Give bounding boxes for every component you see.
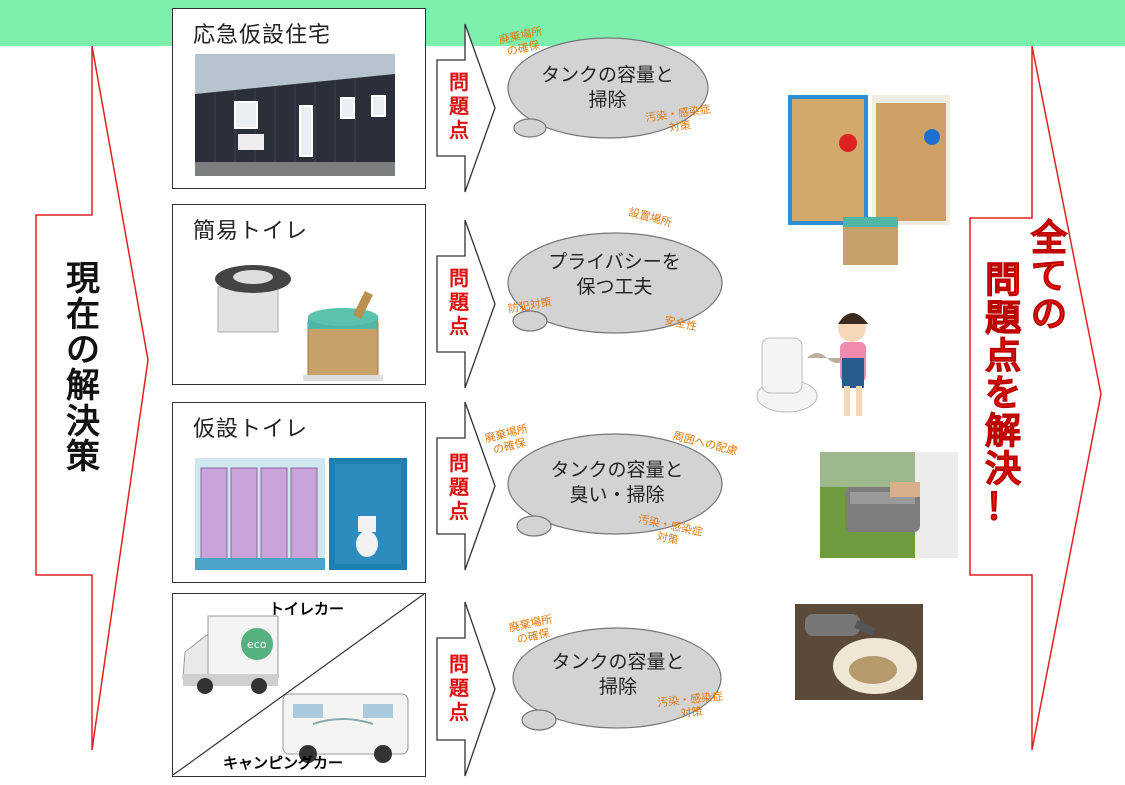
panel-vehicles: トイレカー eco キャンピングカー [172,593,426,777]
right-arrow-text-line2: 問 題 点 を 解 決 ！ [978,260,1028,528]
smelly-toilet-image [756,313,868,416]
panel-title: 応急仮設住宅 [193,23,332,48]
temporary-housing-photo [195,54,395,176]
problem-text: タンクの容量と 掃除 [540,64,674,111]
problem-label: 問 題 点 [449,266,469,338]
problem-label: 問 題 点 [449,451,469,523]
problem-label: 問 題 点 [449,70,469,142]
right-char: て [1030,255,1067,297]
vehicles-photo [173,594,424,775]
toilet-car-label: トイレカー [269,600,345,618]
panel-temporary-housing: 応急仮設住宅 [172,8,426,189]
right-char: の [1030,293,1067,335]
thought-bubble [507,232,723,334]
portable-tank-image [820,452,958,558]
eco-label: eco [247,638,267,651]
left-char: 解 [66,366,100,407]
thought-bubble [507,37,709,139]
problem-text: タンクの容量と 掃除 [551,651,685,698]
temporary-toilet-photo [195,458,407,570]
thought-bubble [507,433,723,537]
right-char: ！ [984,486,1021,528]
left-char: 策 [66,437,100,478]
panel-temporary-toilet: 仮設トイレ [172,402,426,583]
camping-car-label: キャンピングカー [223,754,344,772]
panel-title: 簡易トイレ [193,219,309,244]
left-char: 在 [66,294,100,335]
thought-bubble [512,627,722,731]
problem-label: 問 題 点 [449,652,469,724]
row-arrow [436,601,496,777]
simple-toilet-photo [215,265,383,381]
panel-title: 仮設トイレ [193,417,309,442]
right-char: 全 [1030,218,1067,259]
right-char: 問 [984,260,1021,301]
left-char: 決 [66,401,100,442]
row-arrow [436,23,496,193]
right-char: を [984,373,1021,415]
right-arrow-text-line1: 全 て の [1024,218,1074,335]
left-char: の [66,330,100,371]
problem-text: タンクの容量と 臭い・掃除 [550,459,684,506]
left-arrow-text: 現 在 の 解 決 策 [55,259,111,478]
toilet-cleaning-image [795,604,923,700]
right-char: 点 [984,335,1021,377]
right-arrow [969,45,1102,751]
right-char: 解 [984,411,1021,453]
left-char: 現 [66,259,100,299]
cardboard-toilet-image [788,95,950,265]
left-arrow [35,45,149,751]
right-char: 決 [984,448,1021,490]
row-arrow [436,401,496,571]
right-char: 題 [984,297,1021,339]
problem-text: プライバシーを 保つ工夫 [548,251,681,298]
panel-simple-toilet: 簡易トイレ [172,204,426,385]
row-arrow [436,219,496,389]
